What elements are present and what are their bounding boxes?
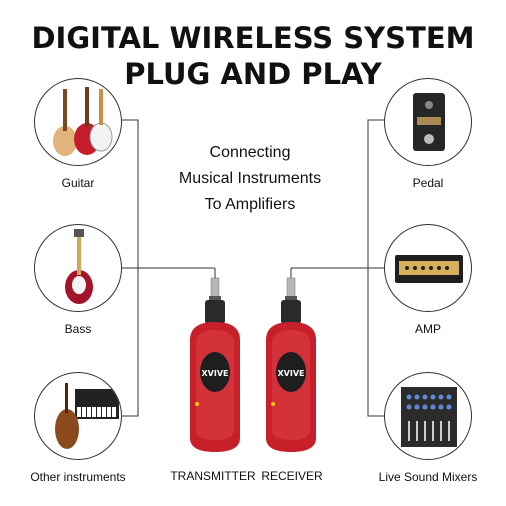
- transmitter-brand: XVIVE: [202, 369, 229, 378]
- transmitter-device: XVIVE: [190, 277, 240, 452]
- amp-label: AMP: [414, 322, 441, 336]
- headline-line-2: PLUG AND PLAY: [124, 57, 382, 91]
- transmitter-label: TRANSMITTER: [170, 469, 256, 483]
- center-caption: Connecting Musical Instruments To Amplif…: [150, 140, 350, 218]
- bass-label: Bass: [64, 322, 92, 336]
- guitar-label: Guitar: [61, 176, 95, 190]
- headline-line-1: DIGITAL WIRELESS SYSTEM: [31, 21, 475, 55]
- guitar-icon: [34, 78, 122, 166]
- bass-icon: [34, 224, 122, 312]
- center-line-1: Connecting: [209, 144, 291, 161]
- pedal-label: Pedal: [412, 176, 444, 190]
- receiver-label: RECEIVER: [261, 469, 323, 483]
- mixer-icon: [384, 372, 472, 460]
- mixer-label: Live Sound Mixers: [378, 470, 478, 484]
- pedal-icon: [384, 78, 472, 166]
- receiver-brand: XVIVE: [278, 369, 305, 378]
- center-line-2: Musical Instruments: [178, 170, 322, 187]
- amp-icon: [384, 224, 472, 312]
- instruments-icon: [34, 372, 122, 460]
- center-line-3: To Amplifiers: [204, 196, 296, 213]
- receiver-device: XVIVE: [266, 277, 316, 452]
- other-instruments-label: Other instruments: [30, 470, 126, 484]
